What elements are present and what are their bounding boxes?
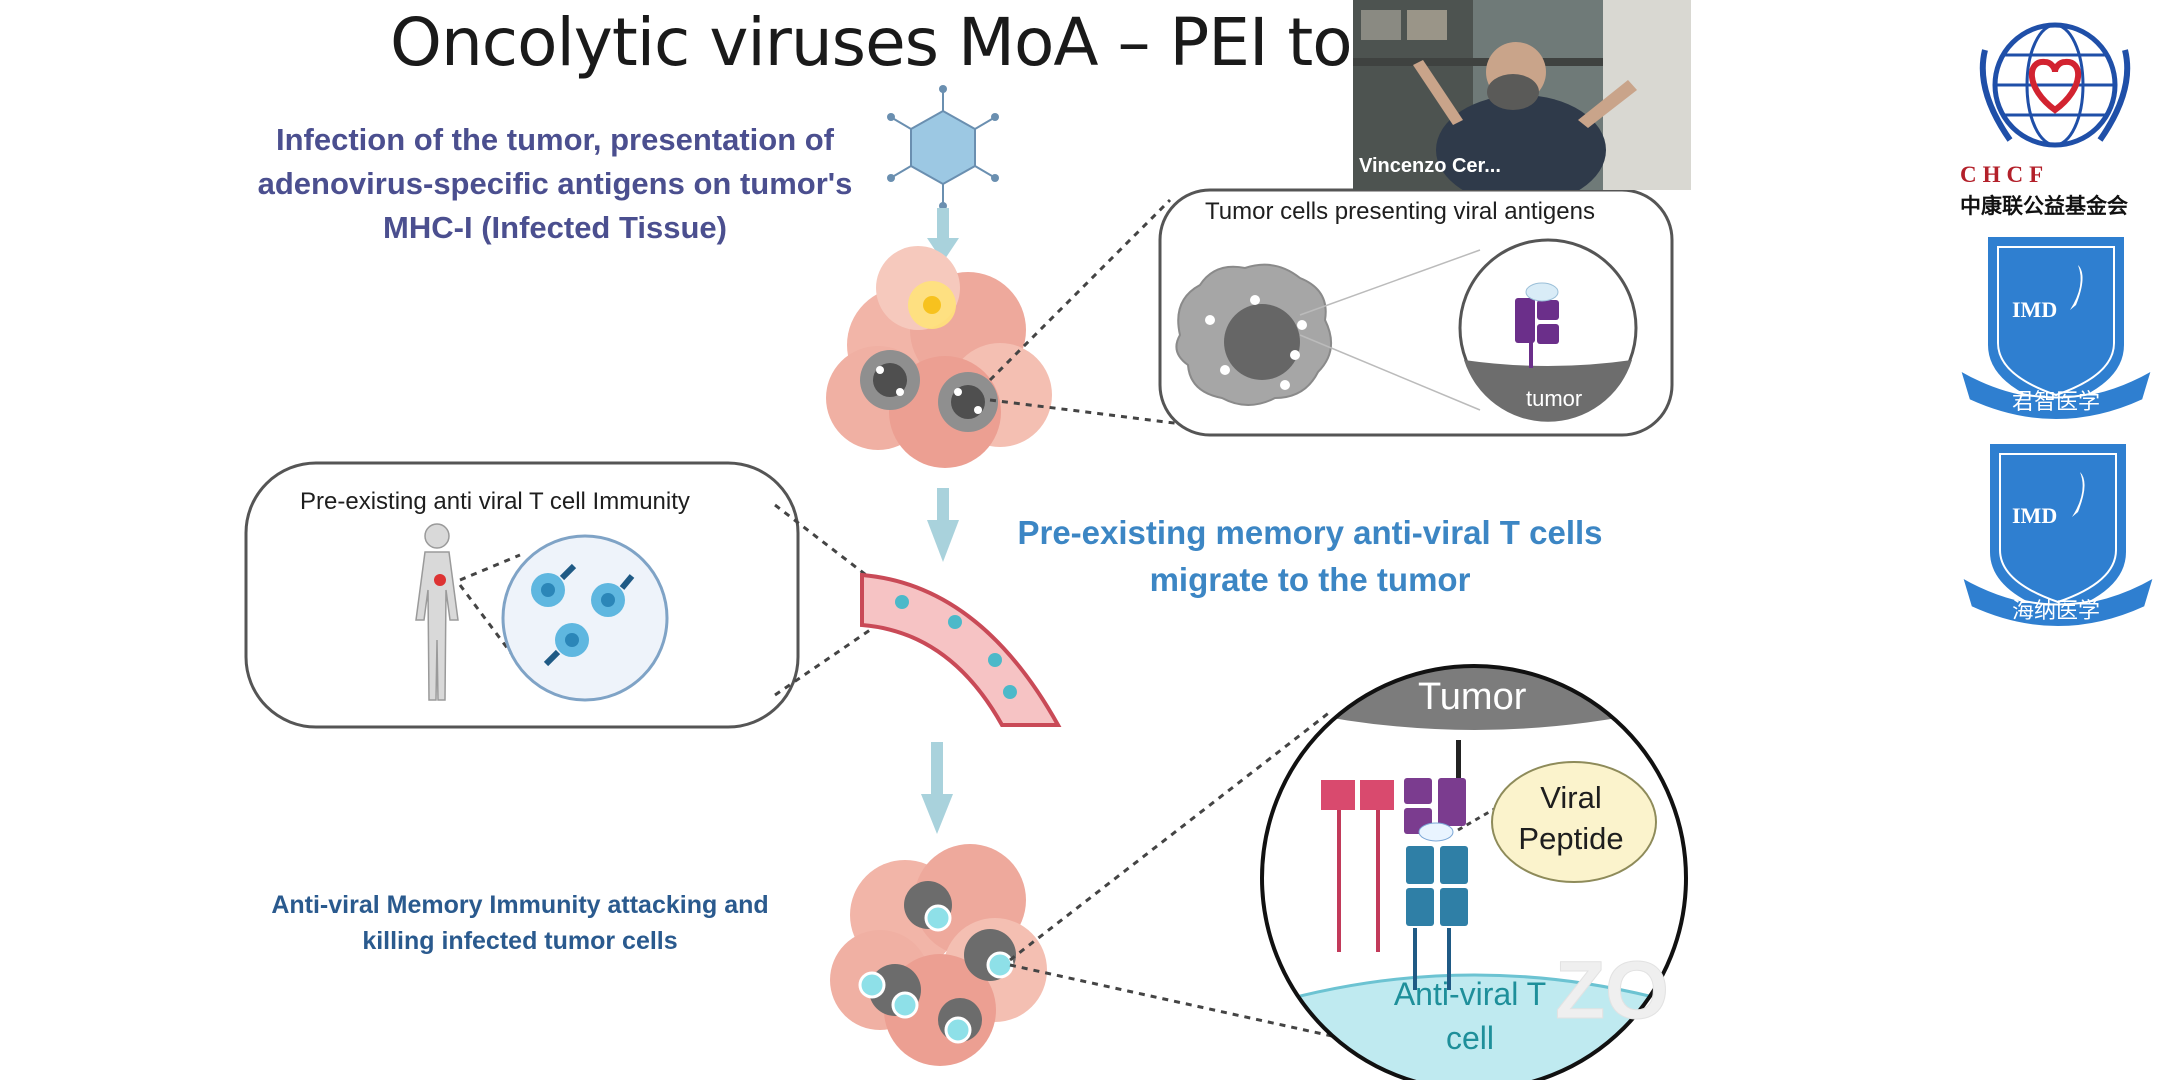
attacked-tumor-cluster xyxy=(830,844,1047,1066)
label-tumor-synapse: Tumor xyxy=(1418,676,1527,718)
flow-arrow xyxy=(927,208,959,262)
participant-video-tile[interactable] xyxy=(1353,0,1691,190)
imd-badge-chinese-name: 君智医学 xyxy=(2012,389,2101,414)
chcf-logo xyxy=(1979,22,2131,148)
imd-badge-label: IMD xyxy=(2012,297,2058,322)
flow-arrow xyxy=(927,488,959,562)
imd-junzhi-badge xyxy=(1958,237,2154,421)
chcf-logo-text: CHCF xyxy=(1960,162,2050,187)
imd-badge-chinese-name: 海纳医学 xyxy=(2012,598,2101,623)
mhc-zoom-circle xyxy=(1458,238,1638,422)
imd-badge-label: IMD xyxy=(2012,503,2058,528)
virus-icon xyxy=(887,85,999,210)
infected-tumor-cluster xyxy=(826,246,1052,468)
label-tumor: tumor xyxy=(1526,386,1583,411)
caption-memory-migration: Pre-existing memory anti-viral T cells m… xyxy=(1017,514,1603,598)
imd-haina-badge xyxy=(1960,444,2156,628)
label-viral-peptide: Viral Peptide xyxy=(1518,780,1624,856)
blood-vessel xyxy=(860,572,1062,727)
caption-infection: Infection of the tumor, presentation of … xyxy=(257,122,853,246)
label-anti-viral-t-cell: Anti-viral T cell xyxy=(1393,976,1547,1057)
zoom-watermark: ZO xyxy=(1555,945,1669,1036)
participant-video-frame xyxy=(1353,0,1691,190)
flow-arrow xyxy=(921,742,953,834)
slide-title: Oncolytic viruses MoA – PEI to th xyxy=(390,4,1438,81)
chcf-logo-chinese-name: 中康联公益基金会 xyxy=(1960,195,2128,218)
participant-name: Vincenzo Cer... xyxy=(1359,155,1501,177)
t-cell-zoom-circle xyxy=(501,534,669,702)
tumor-cell-illustration xyxy=(1175,263,1333,406)
caption-attack: Anti-viral Memory Immunity attacking and… xyxy=(271,891,769,955)
label-tumor-cells: Tumor cells presenting viral antigens xyxy=(1205,198,1595,225)
human-body-icon xyxy=(415,523,459,701)
label-preexisting-immunity: Pre-existing anti viral T cell Immunity xyxy=(300,488,690,515)
